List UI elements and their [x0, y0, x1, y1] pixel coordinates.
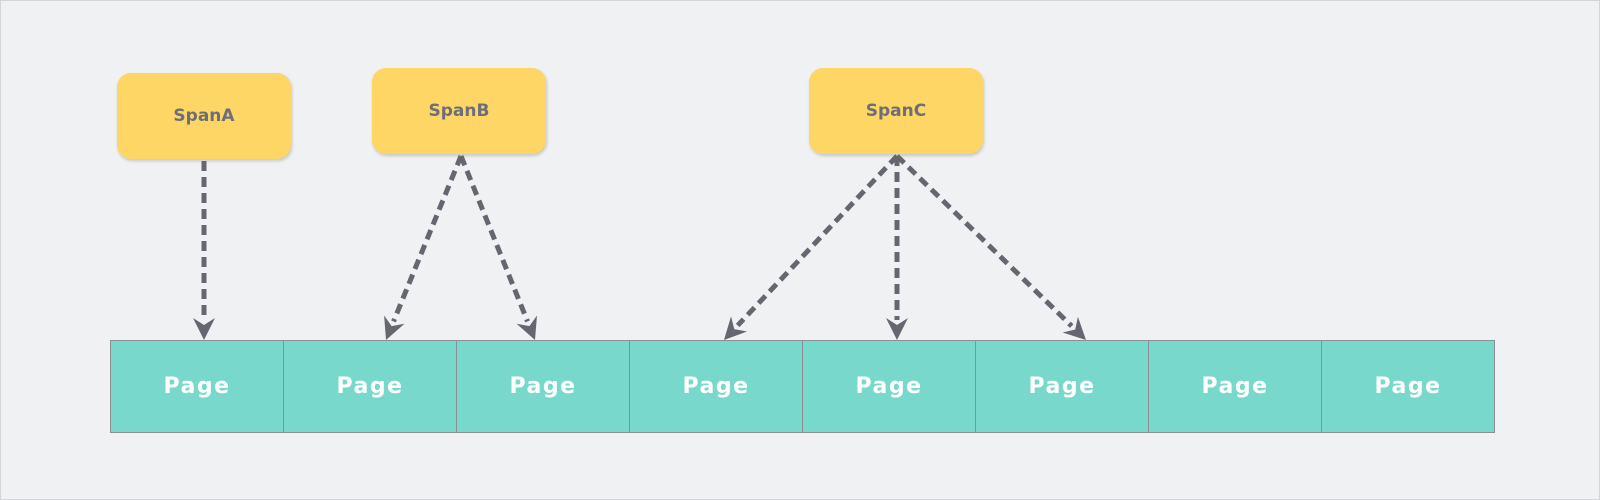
arrow-line: [735, 154, 899, 328]
page-row: Page Page Page Page Page Page Page Page: [110, 340, 1495, 433]
arrow-spanc-to-page-6: [895, 154, 1086, 340]
page-cell: Page: [629, 340, 803, 433]
arrowhead-icon: [384, 315, 405, 340]
page-cell: Page: [110, 340, 284, 433]
span-b-box: SpanB: [372, 68, 546, 154]
span-c-box: SpanC: [809, 68, 983, 154]
arrowhead-icon: [724, 316, 748, 340]
arrowhead-icon: [193, 318, 215, 340]
arrow-line: [895, 154, 1074, 328]
page-cell: Page: [456, 340, 630, 433]
arrowhead-icon: [1062, 316, 1086, 340]
page-cell: Page: [1321, 340, 1495, 433]
arrowhead-icon: [886, 318, 908, 340]
page-cell: Page: [975, 340, 1149, 433]
page-cell: Page: [1148, 340, 1322, 433]
arrow-spana-to-page-1: [193, 161, 215, 340]
page-cell: Page: [283, 340, 457, 433]
arrow-spanc-to-page-4: [724, 154, 899, 340]
arrow-line: [391, 155, 464, 323]
arrow-spanb-to-page-2: [384, 155, 464, 340]
arrow-spanb-to-page-3: [458, 155, 537, 340]
arrow-line: [458, 155, 530, 323]
page-cell: Page: [802, 340, 976, 433]
span-a-box: SpanA: [117, 73, 291, 159]
arrow-spanc-to-page-5: [886, 156, 908, 340]
arrowhead-icon: [516, 315, 537, 340]
